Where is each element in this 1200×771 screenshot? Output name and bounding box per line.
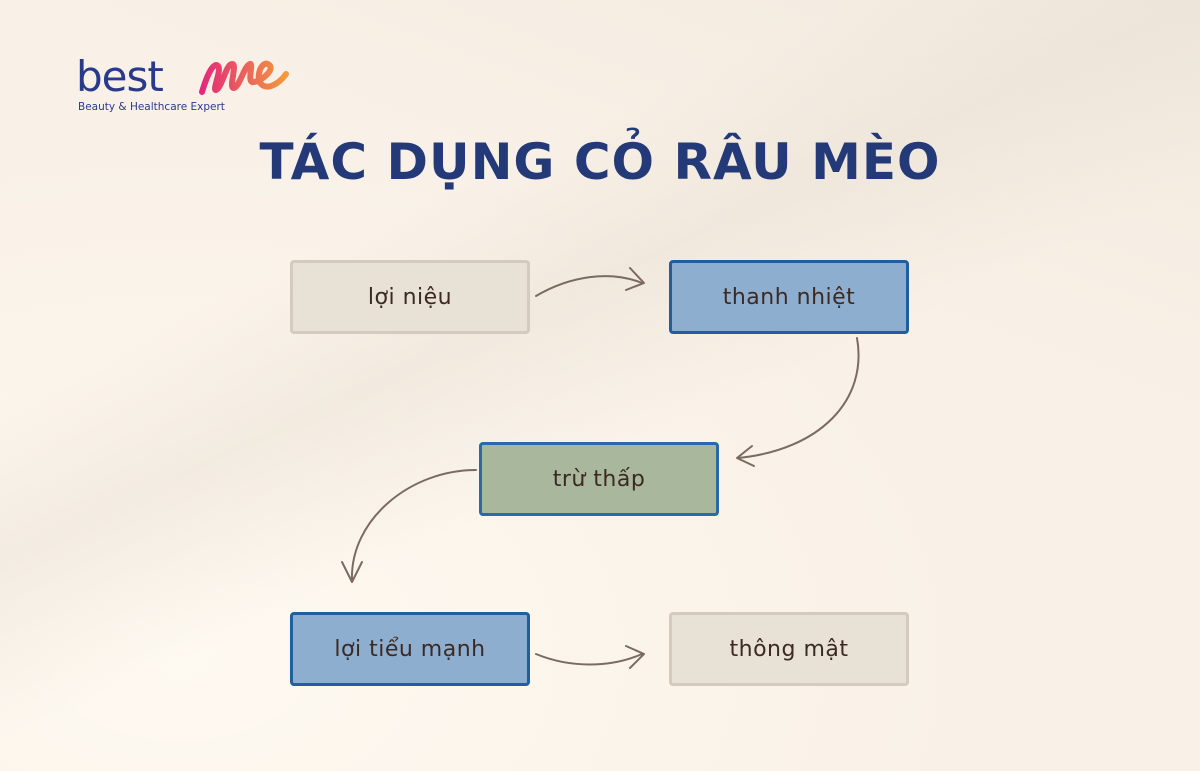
logo-me-script xyxy=(199,60,289,95)
arrow-loi-tieu-manh-to-thong-mat xyxy=(535,645,645,669)
logo-word-best: best xyxy=(76,52,164,101)
arrow-thanh-nhiet-to-tru-thap xyxy=(736,337,860,467)
page-title: TÁC DỤNG CỎ RÂU MÈO xyxy=(259,133,941,191)
node-thanh-nhiet: thanh nhiệt xyxy=(669,260,909,334)
node-loi-nieu: lợi niệu xyxy=(290,260,530,334)
node-tru-thap: trừ thấp xyxy=(479,442,719,516)
logo-tagline: Beauty & Healthcare Expert xyxy=(78,101,225,113)
bestme-logo: best Beauty & Healthcare Expert xyxy=(76,52,296,122)
arrow-loi-nieu-to-thanh-nhiet xyxy=(535,267,645,297)
node-loi-tieu-manh: lợi tiểu mạnh xyxy=(290,612,530,686)
node-thong-mat: thông mật xyxy=(669,612,909,686)
arrow-tru-thap-to-loi-tieu-manh xyxy=(341,469,477,583)
